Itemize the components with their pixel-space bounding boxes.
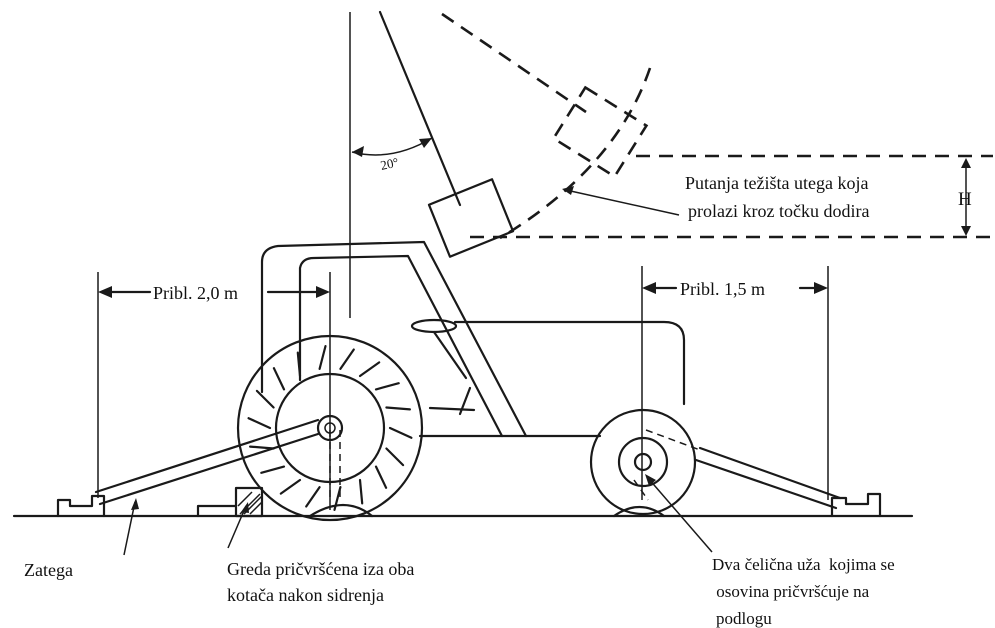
tread-mark	[305, 486, 321, 508]
tread-mark	[374, 465, 388, 489]
cables-leader	[647, 477, 713, 553]
front-wheel-rim	[617, 436, 669, 488]
rear-wheel-support	[308, 504, 374, 518]
pendulum-path-label-line-1: Putanja težišta utega koja	[685, 173, 868, 193]
pendulum-path-label-line-2: prolazi kroz točku dodira	[688, 201, 869, 221]
rear-anchor	[56, 494, 106, 518]
wheel-beam-block	[234, 486, 264, 518]
front-tie-strap-dashed	[633, 429, 701, 501]
rear-distance-arrow-right	[316, 286, 330, 298]
cables-label-line-2: osovina pričvršćuje na	[712, 582, 870, 601]
tread-mark	[255, 389, 275, 409]
tie-label: Zatega	[24, 560, 73, 580]
angle-label: 20°	[379, 154, 400, 172]
pendulum-chain	[378, 10, 462, 207]
cables-leader-arrow	[645, 474, 656, 486]
rear-beam-base	[196, 504, 238, 518]
tread-mark	[358, 361, 381, 378]
tread-mark	[296, 351, 302, 378]
front-anchor	[830, 492, 882, 518]
tread-mark	[358, 478, 364, 505]
cab-frame-outer	[260, 240, 528, 438]
rear-distance-arrow-left	[98, 286, 112, 298]
tread-mark	[260, 465, 286, 474]
height-arrow-down	[961, 226, 971, 236]
tread-mark	[388, 426, 413, 439]
pendulum-swing-arc	[499, 67, 652, 240]
wheel-beam-hatch	[237, 491, 263, 515]
rear-wheel-tread	[247, 345, 413, 511]
front-wheel-hub	[633, 452, 653, 472]
beam-leader-arrow	[241, 502, 249, 513]
tractor-hood	[453, 320, 686, 406]
front-tie-strap	[694, 446, 842, 510]
height-arrow-up	[961, 158, 971, 168]
swung-pendulum-weight	[551, 85, 649, 179]
tread-mark	[272, 367, 286, 391]
front-distance-arrow-right	[814, 282, 828, 294]
front-distance-arrow-left	[642, 282, 656, 294]
rear-distance-label: Pribl. 2,0 m	[153, 283, 238, 303]
tread-mark	[249, 445, 275, 450]
tread-mark	[385, 406, 411, 411]
cables-label-line-3: podlogu	[716, 609, 772, 628]
steering-wheel	[410, 318, 458, 334]
front-distance-label: Pribl. 1,5 m	[680, 279, 765, 299]
tread-mark	[279, 478, 302, 495]
front-wheel-support	[612, 505, 666, 518]
cables-label-line-1: Dva čelična uža kojima se	[712, 555, 895, 574]
beam-label-line-1: Greda pričvršćena iza oba	[227, 559, 414, 579]
angle-arrow-right	[419, 138, 432, 148]
tread-mark	[318, 345, 327, 370]
steering-column	[432, 330, 468, 380]
tie-leader-arrow	[131, 498, 139, 510]
cab-window-edge	[428, 406, 476, 412]
tread-mark	[385, 447, 405, 467]
height-label: H	[958, 189, 972, 210]
cab-frame-inner	[298, 254, 504, 438]
swung-pendulum-chain	[441, 12, 587, 114]
pendulum-weight	[427, 178, 515, 258]
front-wheel	[589, 408, 697, 516]
angle-arrow-left	[352, 146, 364, 157]
beam-leader	[227, 505, 247, 549]
tread-mark	[247, 417, 272, 430]
tread-mark	[339, 348, 355, 370]
path-leader-arrowhead	[562, 186, 574, 195]
tread-mark	[374, 382, 400, 391]
tie-leader	[123, 501, 136, 556]
path-label-leader	[565, 189, 680, 216]
beam-label-line-2: kotača nakon sidrenja	[227, 585, 384, 605]
rear-tie-strap	[94, 418, 320, 506]
